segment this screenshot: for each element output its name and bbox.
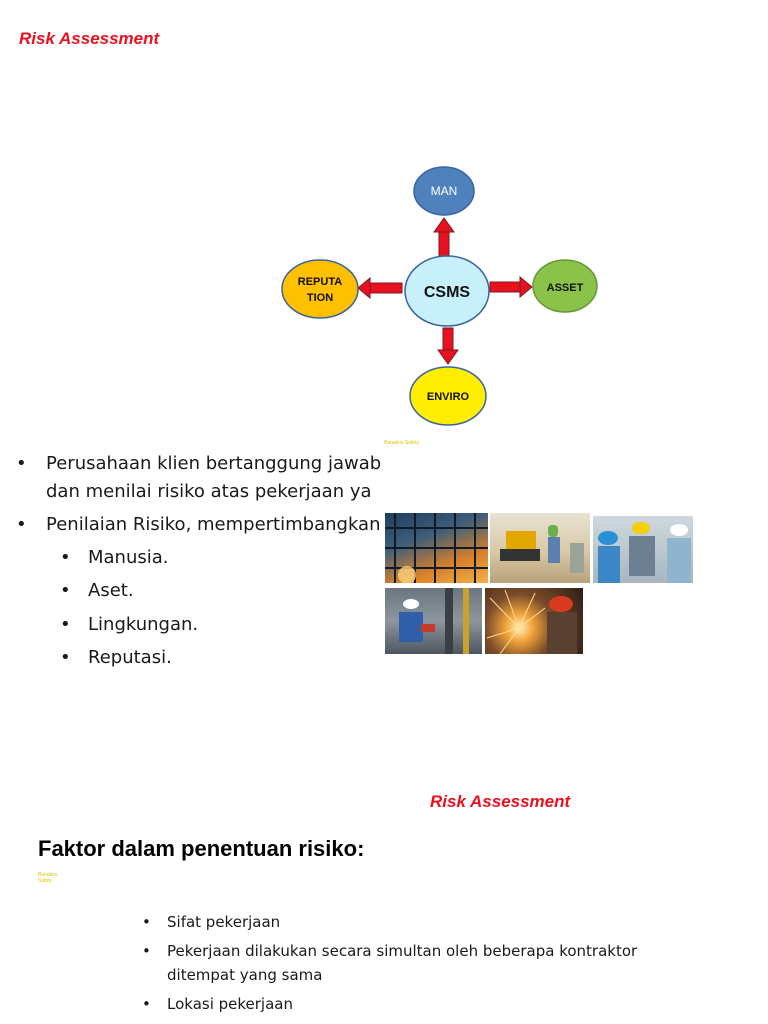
slide2-bullet-3: • Lokasi pekerjaan (142, 992, 293, 1016)
node-man (413, 166, 475, 216)
bullet-dot-icon: • (60, 580, 71, 601)
arrow-left (357, 276, 403, 300)
slide1-subbullet-1: • Manusia. (60, 544, 169, 571)
node-reputation-label-1: REPUTA (298, 276, 342, 288)
node-reputation-label-2: TION (307, 292, 333, 304)
node-enviro (409, 366, 487, 426)
photo-factory-worker (385, 588, 482, 654)
slide2-bullet-list: • Sifat pekerjaan • Pekerjaan dilakukan … (142, 910, 742, 1020)
slide1-subbullet-4: • Reputasi. (60, 644, 172, 671)
bullet-dot-icon: • (60, 647, 71, 668)
photo-welding-sparks (485, 588, 583, 654)
node-asset (532, 259, 598, 313)
node-enviro-label: ENVIRO (427, 391, 470, 403)
bullet-dot-icon: • (16, 514, 27, 535)
photo-workers-hardhats (593, 516, 693, 583)
arrow-right (489, 275, 533, 299)
slide2-bullet-1: • Sifat pekerjaan (142, 910, 280, 934)
slide2-watermark: Bunakos Safety (38, 872, 58, 884)
bullet-dot-icon: • (16, 453, 27, 474)
bullet-dot-icon: • (142, 942, 151, 960)
bullet-dot-icon: • (142, 913, 151, 931)
node-asset-label: ASSET (547, 282, 584, 294)
node-reputation (281, 259, 359, 319)
slide2-heading: Faktor dalam penentuan risiko: (38, 836, 365, 861)
slide1-bullet-2: • Penilaian Risiko, mempertimbangkan (16, 511, 381, 538)
csms-diagram: MAN CSMS ASSET ENVIRO REPUTA TION (281, 166, 598, 426)
slide2-bullet-2-cont: ditempat yang sama (167, 966, 323, 984)
photo-construction-scaffold (385, 513, 488, 583)
slide1-title: Risk Assessment (19, 29, 160, 48)
bullet-dot-icon: • (60, 547, 71, 568)
slide1-bullet-1-cont: dan menilai risiko atas pekerjaan ya (46, 481, 372, 502)
node-csms-label: CSMS (424, 284, 471, 301)
bullet-dot-icon: • (60, 614, 71, 635)
slide1-subbullet-3: • Lingkungan. (60, 611, 198, 638)
arrow-up (433, 217, 455, 257)
slide2-title: Risk Assessment (430, 792, 571, 811)
arrow-down (437, 327, 459, 365)
slide1-bullet-list: • Perusahaan klien bertanggung jawab dan… (16, 450, 384, 680)
bullet-dot-icon: • (142, 995, 151, 1013)
slide1-watermark: Bunakos Safety (384, 440, 420, 446)
node-csms (404, 255, 490, 327)
slide1-subbullet-2: • Aset. (60, 577, 134, 604)
slide1-bullet-1: • Perusahaan klien bertanggung jawab (16, 450, 381, 477)
photo-excavator-worker (490, 513, 590, 583)
slide2-bullet-2: • Pekerjaan dilakukan secara simultan ol… (142, 939, 637, 963)
node-man-label: MAN (431, 184, 458, 198)
